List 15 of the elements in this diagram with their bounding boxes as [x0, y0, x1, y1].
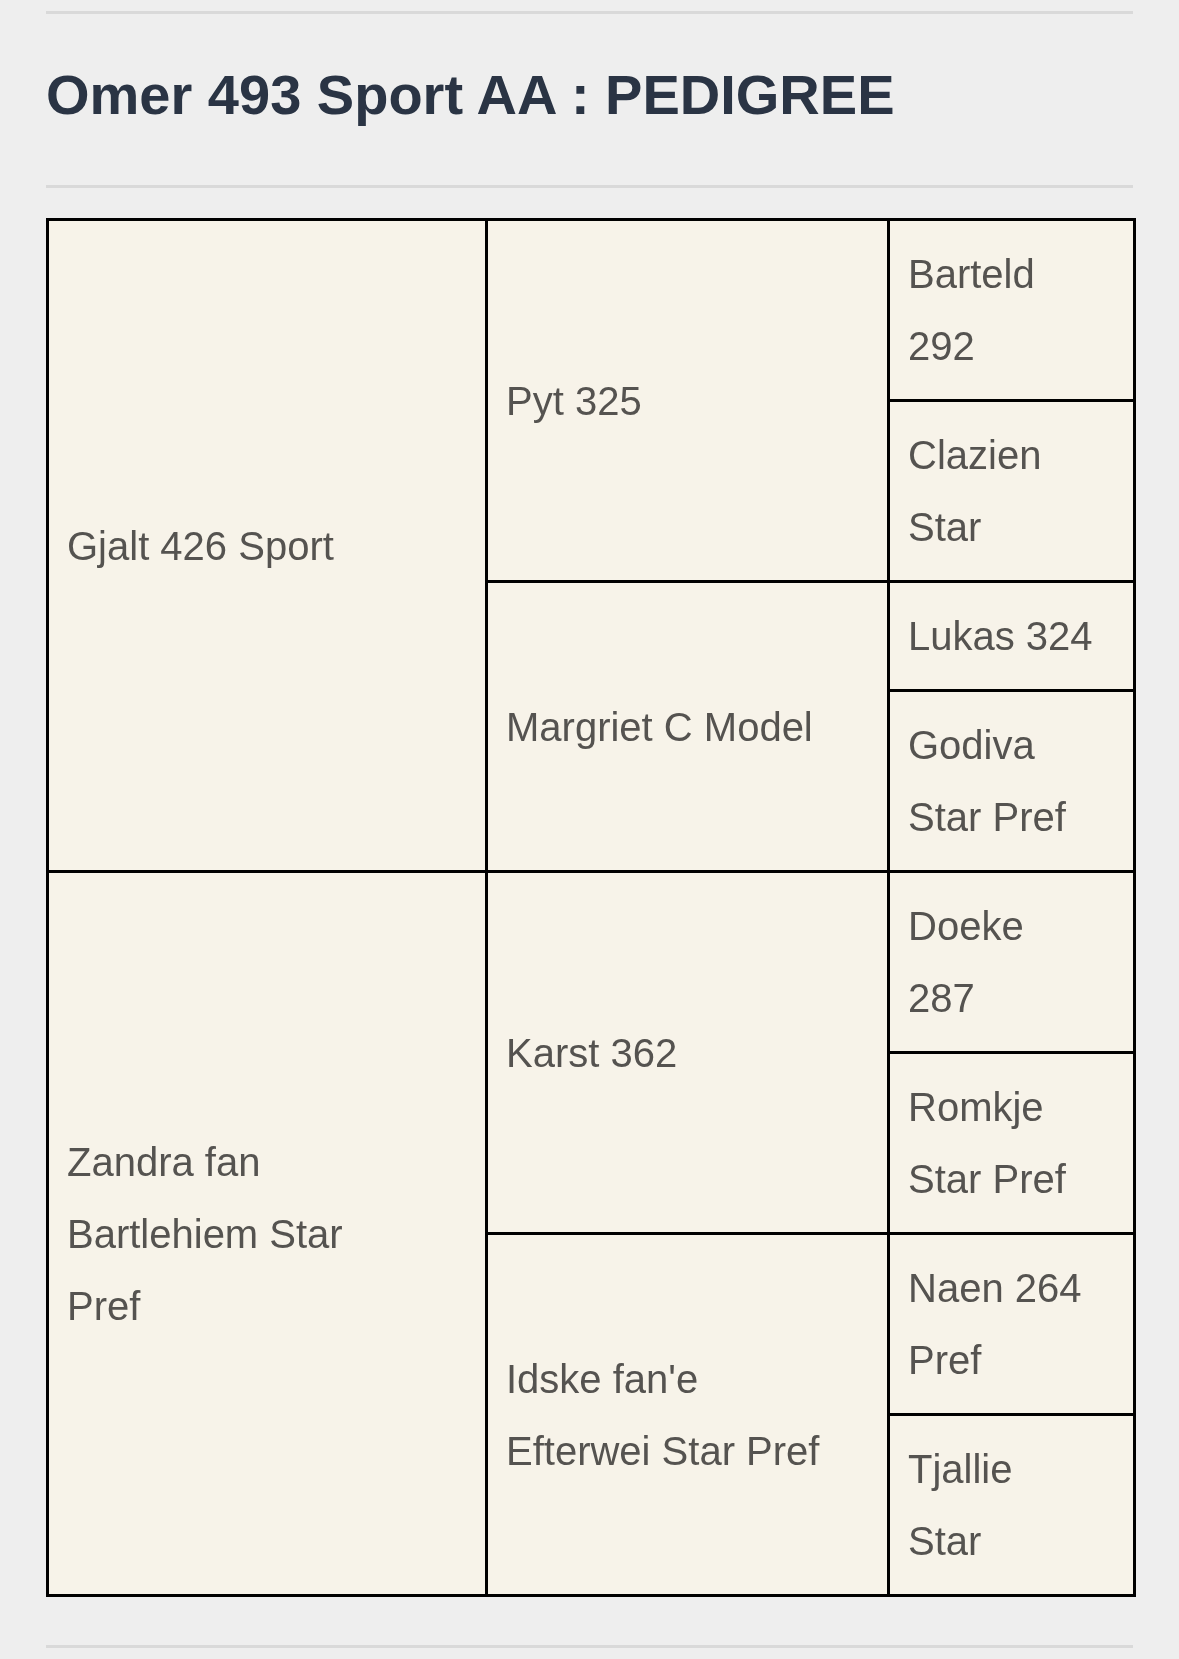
pedigree-cell: Godiva Star Pref: [888, 690, 1135, 872]
pedigree-cell: Doeke 287: [888, 871, 1135, 1053]
pedigree-cell: Romkje Star Pref: [888, 1052, 1135, 1234]
pedigree-cell: Pyt 325: [486, 219, 889, 582]
pedigree-cell: Gjalt 426 Sport: [47, 219, 487, 872]
pedigree-cell: Karst 362: [486, 871, 889, 1234]
pedigree-cell: Clazien Star: [888, 400, 1135, 582]
page-title: Omer 493 Sport AA : PEDIGREE: [46, 63, 895, 127]
pedigree-cell: Naen 264 Pref: [888, 1233, 1135, 1415]
pedigree-cell: Zandra fan Bartlehiem Star Pref: [47, 871, 487, 1596]
pedigree-cell: Barteld 292: [888, 219, 1135, 401]
pedigree-cell: Idske fan'e Efterwei Star Pref: [486, 1233, 889, 1596]
pedigree-cell: Margriet C Model: [486, 581, 889, 872]
pedigree-cell: Tjallie Star: [888, 1414, 1135, 1596]
pedigree-cell: Lukas 324: [888, 581, 1135, 691]
